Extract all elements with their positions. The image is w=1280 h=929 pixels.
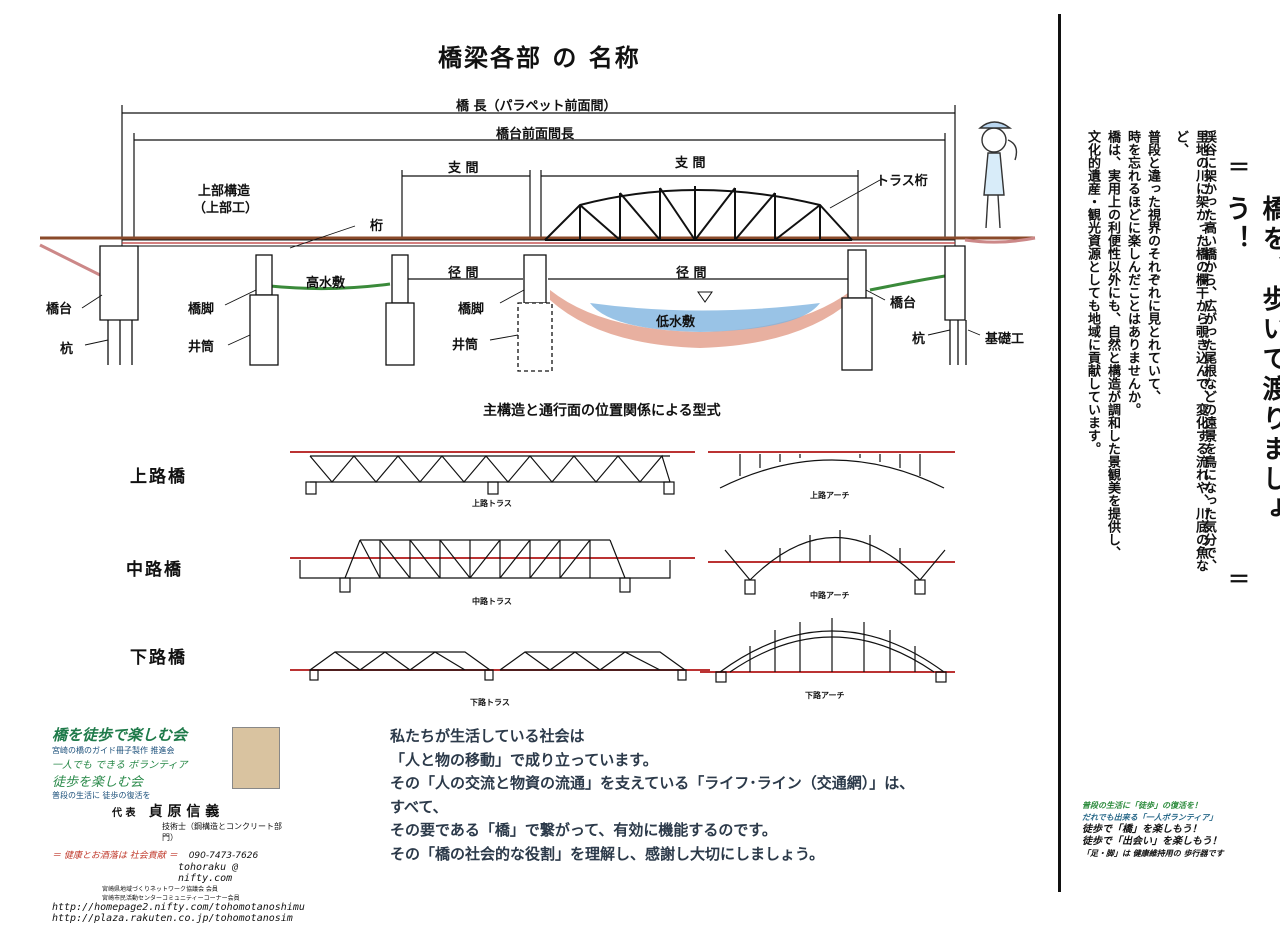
substructure xyxy=(99,245,967,372)
rep-label: 代 表 xyxy=(112,808,136,819)
right-bank-grass xyxy=(869,274,946,292)
truss-girder-label: トラス桁 xyxy=(876,174,928,189)
rep-title: 技術士（鋼構造とコンクリート部門） xyxy=(162,822,282,842)
high-water-bed-grass xyxy=(269,282,391,291)
right-panel-line-6: 文化的遺産・観光資源としても地域に貢献しています。 xyxy=(1085,130,1100,455)
representative-photo xyxy=(232,727,280,789)
bridge-parts-diagram xyxy=(39,105,1036,372)
riverbed xyxy=(550,290,852,348)
logo-name2-sub: 普段の生活に 徒歩の復活を xyxy=(52,791,151,800)
right-panel-title: 橋を、歩いて渡りましょう！ xyxy=(1221,195,1280,525)
low-water xyxy=(590,303,820,332)
deck-arch-label: 上路アーチ xyxy=(810,491,850,500)
pile-left-label: 杭 xyxy=(60,342,74,357)
half-through-arch-drawing xyxy=(708,530,955,595)
pile-right-label: 杭 xyxy=(912,332,926,347)
through-truss-drawing xyxy=(290,651,710,681)
half-truss-label: 中路トラス xyxy=(472,597,512,606)
page-title: 橋梁各部 の 名称 xyxy=(438,44,641,72)
left-bank xyxy=(39,243,101,277)
slogan-line-5: 「足・脚」は 健康維持用の 歩行器です xyxy=(1082,849,1224,858)
through-truss-label: 下路トラス xyxy=(470,698,510,707)
low-water-bed-label: 低水敷 xyxy=(656,315,696,330)
org-line-2: 宮崎市民活動センターコミュニティーコーナー会員 xyxy=(102,895,240,902)
half-arch-label: 中路アーチ xyxy=(810,591,850,600)
url-line-2[interactable]: http://plaza.rakuten.co.jp/tohomotanosim xyxy=(52,913,293,924)
girder-label: 桁 xyxy=(370,219,384,234)
message-line-6: その「橋の社会的な役割」を理解し、感謝し大切にしましょう。 xyxy=(390,844,825,863)
right-panel-line-1: 渓谷に架かった高い橋から、広がった尾根などの遠景を鳥になった気分で、 xyxy=(1201,130,1216,572)
mark-bottom: ＝ xyxy=(1228,568,1251,593)
logo-name-sub: 宮崎の橋のガイド冊子製作 推進会 xyxy=(52,746,175,755)
slogan-line-3: 徒歩で「橋」を楽しもう！ xyxy=(1082,824,1202,835)
span1-label: 支 間 xyxy=(448,161,479,176)
clear-span2-label: 径 間 xyxy=(676,266,707,281)
right-panel-line-4: 時を忘れるほどに楽しんだことはありませんか。 xyxy=(1125,130,1140,416)
slogan-line-4: 徒歩で「出会い」を楽しもう！ xyxy=(1082,836,1222,847)
rep-name: 貞 原 信 義 xyxy=(148,804,220,820)
half-through-truss-drawing xyxy=(290,539,695,593)
message-line-3: その「人の交流と物資の流通」を支えている「ライフ･ライン（交通網）」は、 xyxy=(390,774,915,792)
well-mid-label: 井筒 xyxy=(452,338,479,353)
abutment-length-label: 橋台前面間長 xyxy=(496,127,575,142)
through-type-label: 下路橋 xyxy=(130,648,187,668)
types-heading: 主構造と通行面の位置関係による型式 xyxy=(483,403,721,419)
water-level-mark xyxy=(697,291,713,303)
foundation-label: 基礎工 xyxy=(985,332,1025,347)
message-line-4: すべて、 xyxy=(390,797,448,816)
deck-type-label: 上路橋 xyxy=(130,467,187,487)
half-through-type-label: 中路橋 xyxy=(126,560,183,580)
walker-figure-icon xyxy=(978,121,1018,229)
deck-arch-drawing xyxy=(708,451,955,489)
logo-block: 橋を徒歩で楽しむ会 宮崎の橋のガイド冊子製作 推進会 一人でも できる ボランテ… xyxy=(52,724,305,924)
pier-mid-label: 橋脚 xyxy=(458,302,485,317)
email-address: tohoraku @ nifty.com xyxy=(178,862,239,884)
bridge-length-label: 橋 長（パラペット前面間） xyxy=(456,99,617,114)
pier-left-label: 橋脚 xyxy=(188,302,215,317)
deck-truss-label: 上路トラス xyxy=(472,499,512,508)
phone-number: 090-7473-7626 xyxy=(188,851,259,861)
dimension-lines xyxy=(121,105,956,280)
leader-lines xyxy=(81,179,981,346)
vertical-divider xyxy=(1058,14,1061,892)
through-arch-drawing xyxy=(700,618,955,683)
right-panel-line-5: 橋は、実用上の利便性以外にも、自然と構造が調和した景観美を提供し、 xyxy=(1105,130,1120,559)
slogan-line-2: だれでも出来る「一人ボランティア」 xyxy=(1082,813,1218,822)
span2-label: 支 間 xyxy=(675,156,706,171)
right-bank xyxy=(964,236,1036,244)
bridge-types-diagram xyxy=(290,451,955,683)
superstructure-label: 上部構造 xyxy=(198,184,251,199)
right-panel-line-3: 普段と違った視界のそれぞれに見とれていて、 xyxy=(1145,130,1160,403)
health-slogan: ＝ 健康とお酒落は 社会貢献 ＝ xyxy=(52,851,178,861)
abutment-left-label: 橋台 xyxy=(46,302,73,317)
deck-truss-drawing xyxy=(290,451,695,495)
message-line-2: 「人と物の移動」で成り立っています。 xyxy=(390,750,658,769)
right-panel-line-2: 里地の川に架かった橋の欄干から覗き込んで、変化する流れや、川底の魚など、 xyxy=(1173,130,1208,572)
url-line-1[interactable]: http://homepage2.nifty.com/tohomotanoshi… xyxy=(52,902,305,913)
truss-girder-drawing xyxy=(544,186,853,241)
slogan-line-1: 普段の生活に「徒歩」の復活を！ xyxy=(1082,801,1202,810)
message-line-1: 私たちが生活している社会は xyxy=(390,727,585,745)
org-line-1: 宮崎県地域づくりネットワーク協議会 会員 xyxy=(102,886,218,893)
logo-name2: 徒歩を楽しむ会 xyxy=(52,775,144,790)
mark-top: ＝ xyxy=(1228,156,1251,181)
logo-name: 橋を徒歩で楽しむ会 xyxy=(52,726,188,744)
slogan-block: 普段の生活に「徒歩」の復活を！ だれでも出来る「一人ボランティア」 徒歩で「橋」… xyxy=(1082,800,1237,860)
through-arch-label: 下路アーチ xyxy=(805,691,845,700)
superstructure-paren-label: （上部工） xyxy=(193,201,259,216)
message-line-5: その要である「橋」で繋がって、有効に機能するのです。 xyxy=(390,821,777,839)
abutment-right-label: 橋台 xyxy=(890,296,917,311)
message-block: 私たちが生活している社会は 「人と物の移動」で成り立っています。 その「人の交流… xyxy=(390,725,914,866)
well-left-label: 井筒 xyxy=(188,340,215,355)
high-water-bed-label: 高水敷 xyxy=(306,276,346,291)
clear-span1-label: 径 間 xyxy=(448,266,479,281)
logo-volunteer: 一人でも できる ボランティア xyxy=(52,760,188,771)
